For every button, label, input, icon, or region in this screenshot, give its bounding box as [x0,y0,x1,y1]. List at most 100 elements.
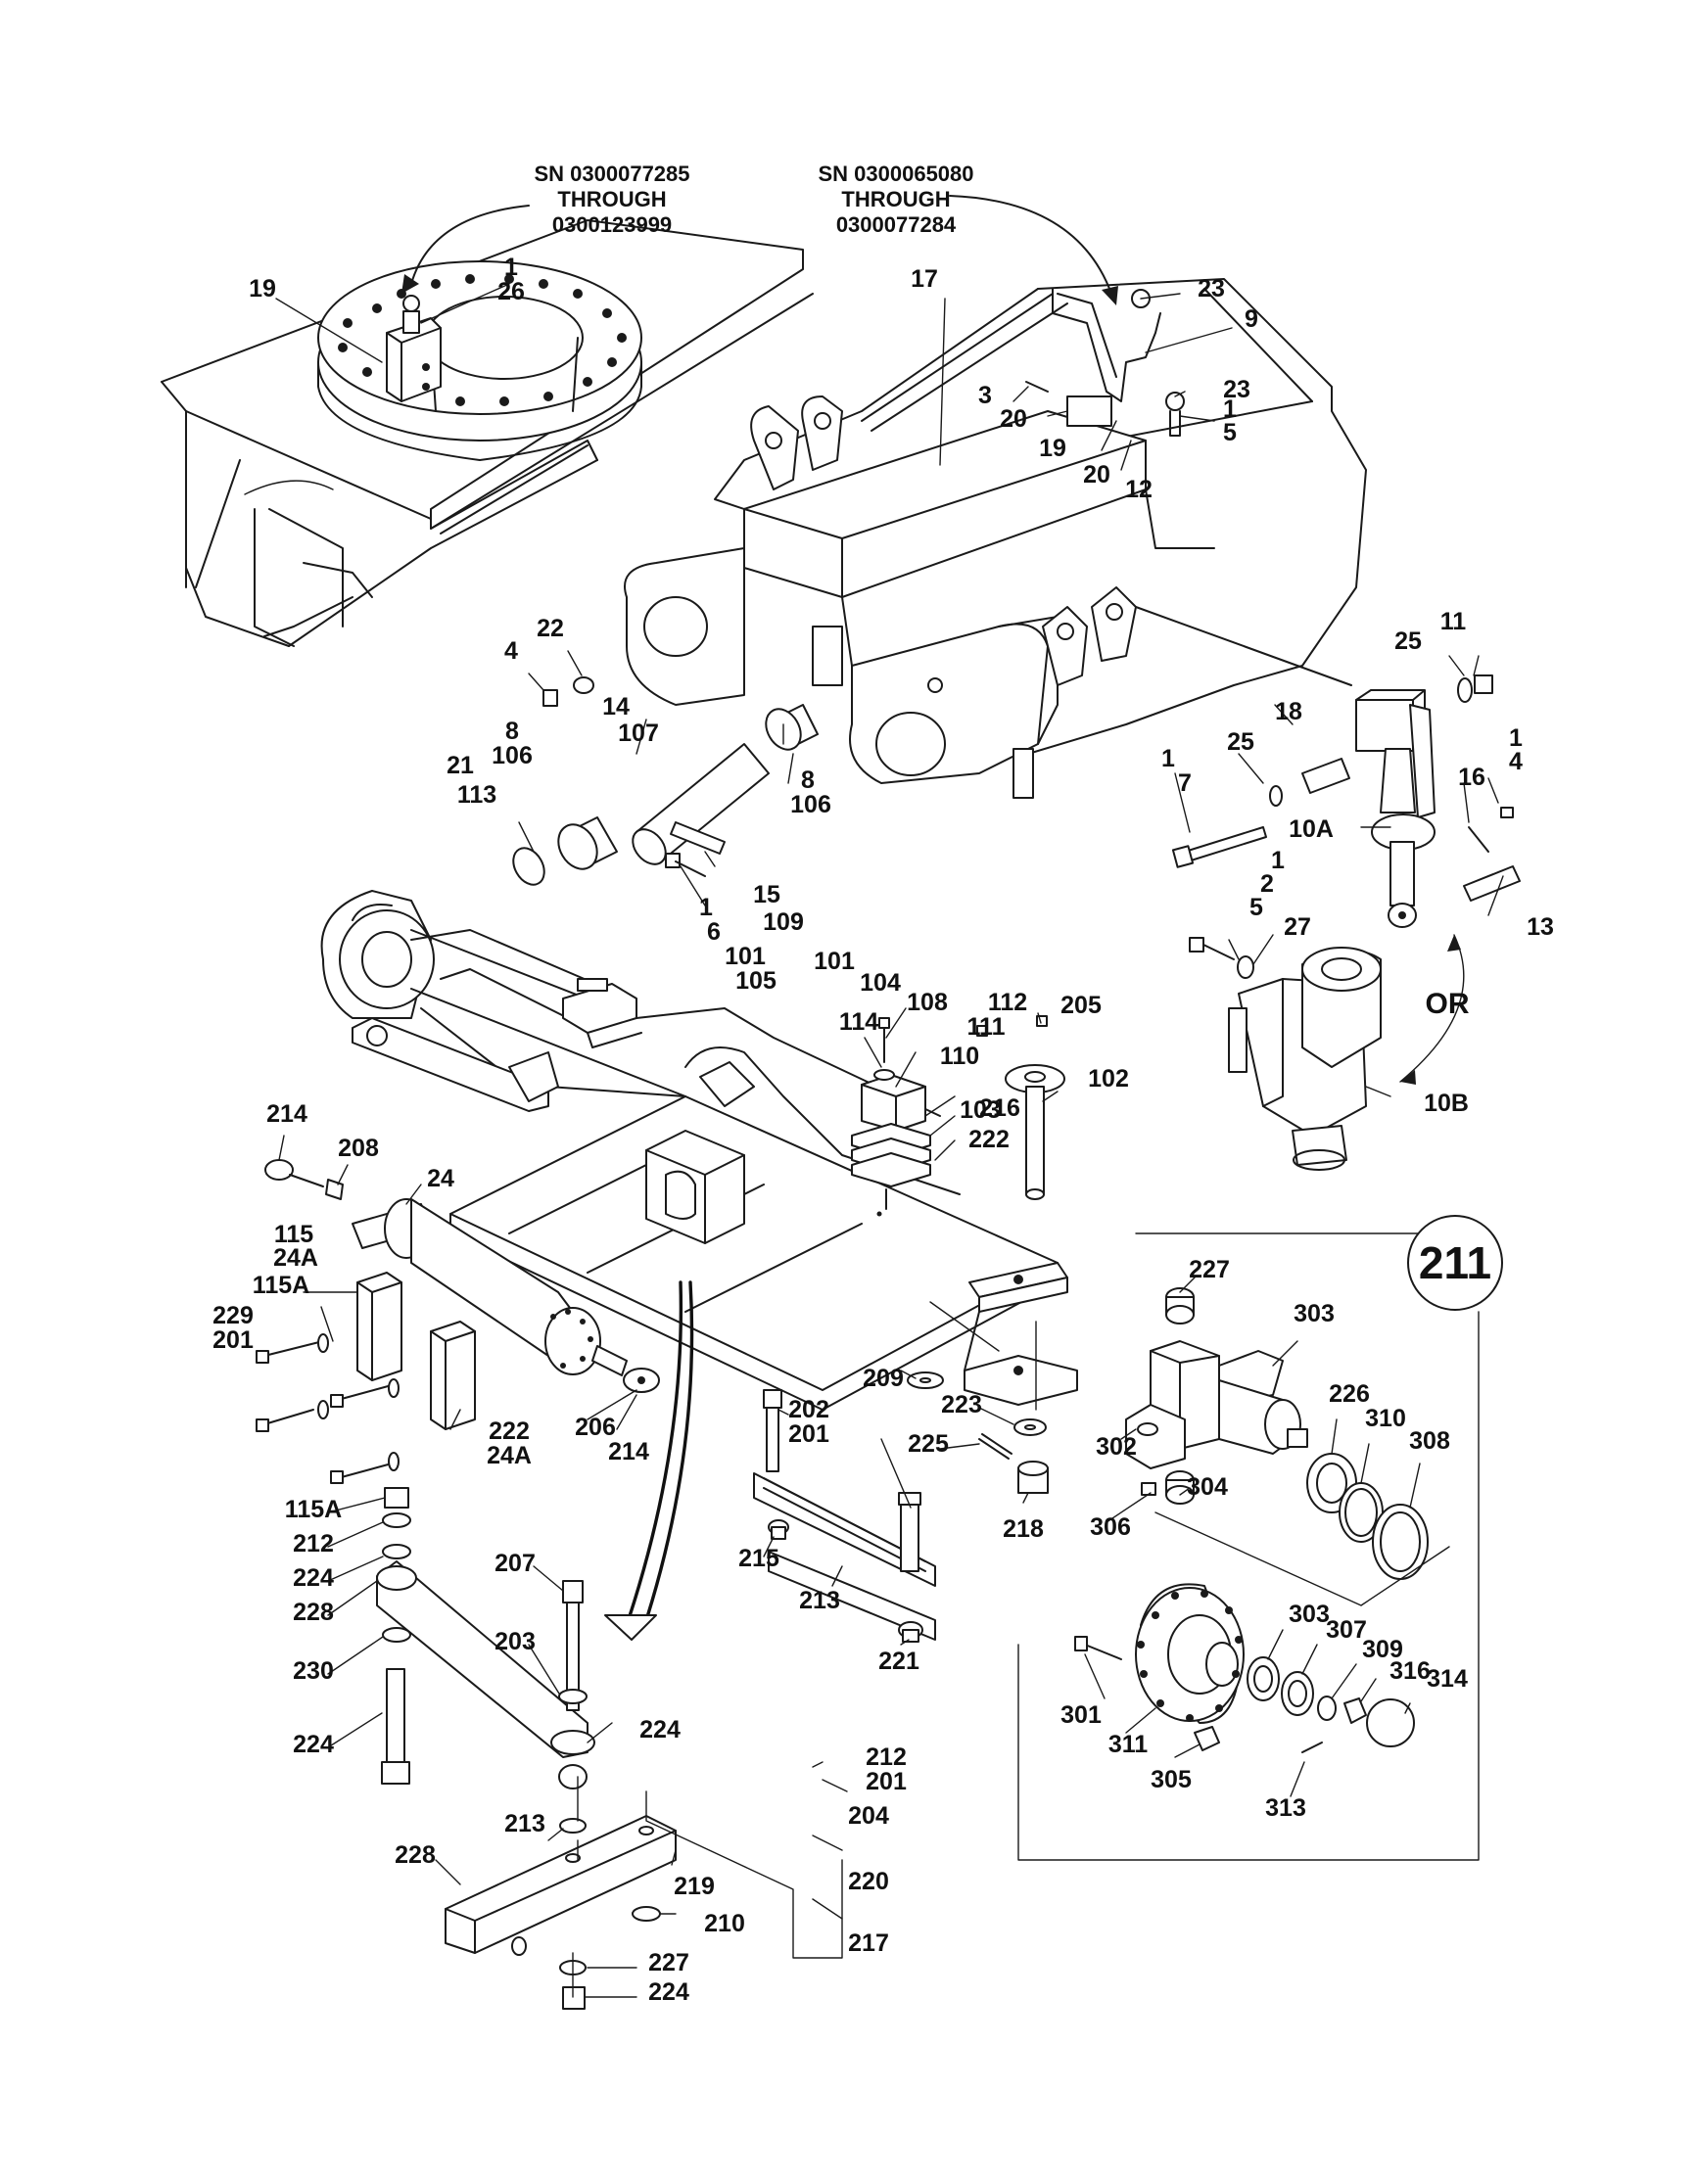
callout-213: 213 [799,1587,840,1614]
axle-assembly [320,890,1078,1411]
callout-306: 306 [1090,1513,1131,1541]
callout-17: 17 [911,265,938,293]
callout-222: 222 [489,1417,530,1445]
cylinder-10b [1189,934,1465,1171]
callout-212: 212 [866,1743,907,1771]
callout-223: 223 [941,1391,982,1418]
callout-23: 23 [1198,275,1225,302]
callout-224: 224 [293,1564,334,1592]
serial-arrows [401,195,1118,305]
callout-222: 222 [968,1126,1010,1153]
callout-112: 112 [988,989,1027,1016]
callout-3: 3 [978,382,992,409]
callout-103: 103 [960,1096,1001,1124]
callout-219: 219 [674,1873,715,1900]
callout-216: 216 [979,1094,1020,1122]
callout-115A: 115A [253,1272,309,1299]
clamp-blocks [256,1272,476,1484]
callout-207: 207 [494,1550,536,1577]
callout-1: 1 [1161,745,1175,772]
callout-206: 206 [575,1414,616,1441]
callout-20: 20 [1083,461,1110,488]
callout-1: 1 [1271,847,1285,874]
callout-203: 203 [494,1628,536,1655]
callout-316: 316 [1389,1657,1431,1685]
callout-13: 13 [1527,913,1554,941]
callout-212: 212 [293,1530,334,1557]
callout-115: 115 [274,1221,313,1248]
callout-313: 313 [1265,1794,1306,1822]
callout-23: 23 [1223,376,1250,403]
serial-note-line: 0300123999 [552,212,672,237]
callout-101: 101 [814,948,855,975]
callout-229: 229 [212,1302,254,1329]
callout-26: 26 [497,278,525,305]
callout-109: 109 [763,908,804,936]
callout-214: 214 [266,1100,307,1128]
inset-badge [1407,1215,1503,1311]
callout-301: 301 [1060,1701,1102,1729]
callout-16: 16 [1458,764,1485,791]
callout-22: 22 [537,615,564,642]
hub-group [1017,1232,1480,1861]
serial-note-line: SN 0300077285 [534,162,689,186]
callout-314: 314 [1427,1665,1468,1693]
callout-107: 107 [618,720,659,747]
callout-19: 19 [249,275,276,302]
callout-225: 225 [908,1430,949,1458]
callout-12: 12 [1125,476,1153,503]
callout-25: 25 [1394,627,1422,655]
callout-210: 210 [704,1910,745,1937]
callout-102: 102 [1088,1065,1129,1092]
callout-8: 8 [801,767,815,794]
callout-19: 19 [1039,435,1066,462]
callout-5: 5 [1249,894,1263,921]
callout-115A: 115A [285,1496,342,1523]
callout-227: 227 [648,1949,689,1976]
callout-104: 104 [860,969,901,997]
callout-8: 8 [505,718,519,745]
chassis-top-left [161,219,814,647]
callout-205: 205 [1060,992,1102,1019]
callout-218: 218 [1003,1515,1044,1543]
callout-25: 25 [1227,728,1254,756]
callout-304: 304 [1187,1473,1228,1501]
callout-4: 4 [504,637,518,665]
lower-link-stack [376,1487,843,2010]
callout-15: 15 [753,881,780,908]
callout-27: 27 [1284,913,1311,941]
serial-note-line: SN 0300065080 [818,162,973,186]
callout-18: 18 [1275,698,1302,725]
serial-note-line: THROUGH [557,187,666,211]
callout-110: 110 [940,1043,979,1070]
callout-11: 11 [1440,608,1467,635]
sensor-bracket [1025,288,1185,437]
callout-224: 224 [639,1716,681,1743]
steering-cylinder [264,1159,660,1393]
direction-arrow [604,1280,694,1641]
serial-note-line: THROUGH [841,187,950,211]
callout-224: 224 [293,1731,334,1758]
inset-callout-211: 211 [1419,1237,1491,1288]
callout-1: 1 [699,894,713,921]
callout-202: 202 [788,1396,829,1423]
callout-1: 1 [1509,724,1523,752]
callout-10A: 10A [1289,815,1334,843]
callout-1: 1 [504,254,518,281]
callout-113: 113 [457,781,496,809]
spindle-group [1125,1287,1450,1606]
callout-204: 204 [848,1802,889,1830]
callout-108: 108 [907,989,948,1016]
callout-21: 21 [447,752,474,779]
callout-201: 201 [212,1326,254,1354]
tie-rod-group [753,1301,1049,1643]
callout-228: 228 [395,1841,436,1869]
callout-106: 106 [492,742,533,769]
callout-24A: 24A [273,1244,318,1272]
callout-230: 230 [293,1657,334,1685]
cylinder-10a [1171,674,1521,928]
callout-24: 24 [427,1165,454,1192]
callout-227: 227 [1189,1256,1230,1283]
